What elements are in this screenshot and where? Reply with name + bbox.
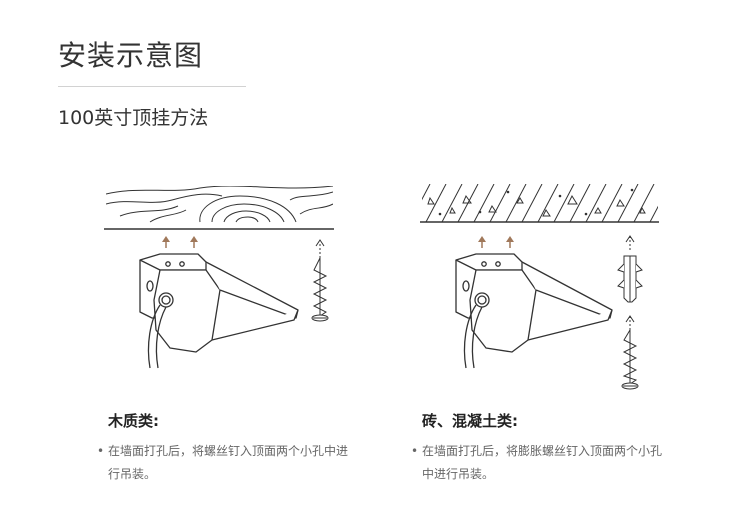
- page-subtitle: 100英寸顶挂方法: [58, 107, 209, 129]
- up-arrow-left-1: [162, 236, 170, 248]
- concrete-ceiling: [422, 184, 658, 222]
- up-arrow-right-1: [478, 236, 486, 248]
- screen-housing-left: [139, 253, 299, 369]
- wood-heading: 木质类:: [108, 412, 159, 430]
- up-arrow-left-2: [190, 236, 198, 248]
- up-arrow-right-2: [506, 236, 514, 248]
- concrete-heading: 砖、混凝土类:: [422, 412, 518, 430]
- concrete-note: • 在墙面打孔后，将膨胀螺丝钉入顶面两个小孔中进行吊装。: [411, 440, 663, 486]
- bullet-icon: •: [411, 444, 419, 458]
- screw-left: [311, 239, 329, 322]
- page-title: 安装示意图: [58, 39, 204, 72]
- wood-note: • 在墙面打孔后，将螺丝钉入顶面两个小孔中进行吊装。: [97, 440, 349, 486]
- title-underline: [58, 86, 246, 87]
- bullet-icon: •: [97, 444, 105, 458]
- wood-note-text: 在墙面打孔后，将螺丝钉入顶面两个小孔中进行吊装。: [108, 444, 349, 481]
- screen-housing-right: [455, 253, 613, 369]
- expansion-anchor: [617, 235, 643, 303]
- concrete-note-text: 在墙面打孔后，将膨胀螺丝钉入顶面两个小孔中进行吊装。: [422, 444, 663, 481]
- wood-ceiling: [106, 186, 333, 223]
- screw-right: [621, 315, 639, 390]
